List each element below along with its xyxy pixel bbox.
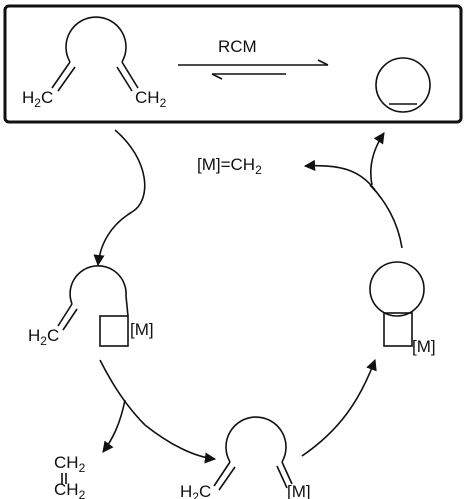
left-intermediate-ring <box>69 265 127 305</box>
diene-left-double-bond <box>57 66 76 92</box>
ethylene-release-arrow <box>102 399 126 453</box>
ethylene-byproduct: CH2 CH2 <box>54 453 86 499</box>
reaction-box-frame <box>3 4 463 124</box>
rcm-arrow-label: RCM <box>218 37 257 56</box>
ch2-label-top-right: CH2 <box>135 88 167 110</box>
catalyst-label: [M]=CH2 <box>197 155 262 177</box>
arrow-to-metallacycle-right <box>301 358 377 457</box>
bottom-intermediate-ring <box>225 416 287 463</box>
product-release-arrow <box>369 132 385 186</box>
arrow-to-alkylidene <box>144 424 217 464</box>
product-ring <box>375 57 431 113</box>
bottom-alkylidene-bond <box>281 461 293 485</box>
right-metallacycle-intermediate: [M] <box>369 261 436 356</box>
left-vinyl-bond <box>57 303 73 327</box>
right-intermediate-ring <box>369 261 425 317</box>
diene-right-double-bond <box>116 66 133 92</box>
m-label-bottom: [M] <box>287 482 311 499</box>
m-label-right: [M] <box>412 337 436 356</box>
left-metallacyclobutane <box>99 315 129 347</box>
left-vinyl-double-bond <box>62 308 78 331</box>
ethylene-double-bond <box>61 473 67 484</box>
bottom-alkylidene-double-bond <box>276 465 288 489</box>
diene-ring-arc <box>65 16 127 63</box>
ethylene-top-label: CH2 <box>54 453 86 475</box>
left-ring-link <box>125 295 129 317</box>
bottom-alkylidene-intermediate: H2C [M] <box>180 416 311 499</box>
h2c-label-top-left: H2C <box>22 88 53 110</box>
arrow-to-catalyst <box>303 159 376 191</box>
arrow-from-metallacycle-left <box>99 359 146 426</box>
diene-right-bond <box>121 61 139 89</box>
arrow-from-metallacycle-right <box>369 184 403 249</box>
overall-reaction-box: H2C CH2 RCM <box>3 4 463 124</box>
diene-left-bond <box>51 61 71 89</box>
h2c-label-bottom: H2C <box>180 482 211 499</box>
right-metallacyclobutane <box>383 312 413 347</box>
bottom-vinyl-bond <box>213 461 231 487</box>
bottom-vinyl-double-bond <box>218 466 236 491</box>
h2c-label-mid-left: H2C <box>28 326 59 348</box>
arrow-to-metallacycle-left <box>93 211 133 267</box>
substrate-entry-arrow <box>114 129 146 213</box>
left-metallacycle-intermediate: H2C [M] <box>28 265 154 348</box>
ethylene-bottom-label: CH2 <box>54 480 86 499</box>
m-label-left: [M] <box>130 320 154 339</box>
